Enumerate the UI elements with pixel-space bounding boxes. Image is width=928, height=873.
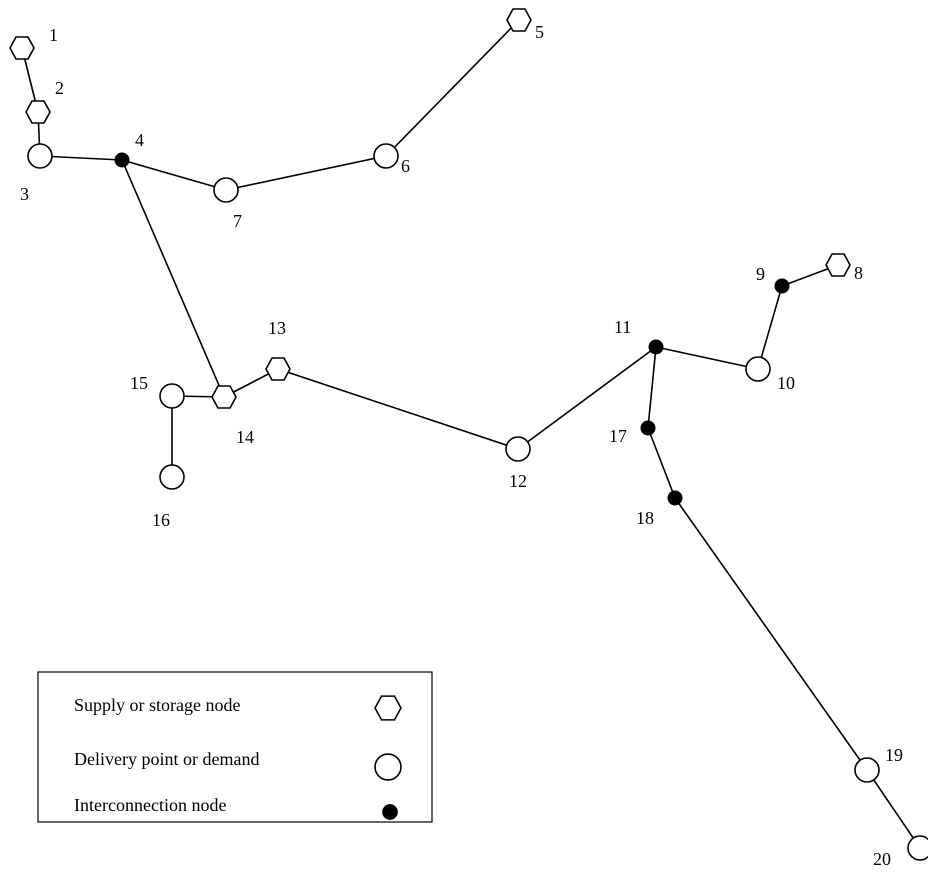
edge-4-7: [121, 159, 227, 191]
node-10-delivery: [745, 356, 771, 382]
edge-11-10: [655, 346, 759, 370]
legend-label-supply: Supply or storage node: [74, 695, 240, 715]
edge-4-14: [121, 159, 225, 398]
node-label-13: 13: [268, 318, 286, 338]
node-11-interconnection: [648, 339, 664, 355]
node-19-delivery: [854, 757, 880, 783]
node-label-1: 1: [49, 25, 58, 45]
node-label-9: 9: [756, 264, 765, 284]
node-18-interconnection: [667, 490, 683, 506]
node-label-7: 7: [233, 211, 242, 231]
edge-13-12: [277, 368, 519, 450]
node-20-delivery: [907, 835, 928, 861]
edge-10-9: [757, 285, 783, 370]
node-label-14: 14: [236, 427, 254, 447]
edge-11-17: [647, 346, 657, 429]
node-15-delivery: [159, 383, 185, 409]
node-label-5: 5: [535, 22, 544, 42]
node-9-interconnection: [774, 278, 790, 294]
node-label-18: 18: [636, 508, 654, 528]
node-3-delivery: [27, 143, 53, 169]
legend-symbol-supply: [374, 695, 402, 721]
node-label-6: 6: [401, 156, 410, 176]
node-2-supply: [25, 100, 51, 124]
node-label-10: 10: [777, 373, 795, 393]
node-label-3: 3: [20, 184, 29, 204]
node-label-4: 4: [135, 130, 144, 150]
node-4-interconnection: [114, 152, 130, 168]
node-label-15: 15: [130, 373, 148, 393]
legend-label-interconnection: Interconnection node: [74, 795, 226, 815]
node-8-supply: [825, 253, 851, 277]
edge-3-4: [39, 155, 123, 161]
node-13-supply: [265, 357, 291, 381]
node-label-11: 11: [614, 317, 631, 337]
node-7-delivery: [213, 177, 239, 203]
node-label-8: 8: [854, 263, 863, 283]
node-label-16: 16: [152, 510, 170, 530]
legend-box: [37, 671, 433, 823]
node-label-17: 17: [609, 426, 627, 446]
node-label-20: 20: [873, 849, 891, 869]
edge-6-5: [385, 19, 520, 157]
edge-18-19: [674, 497, 868, 771]
node-5-supply: [506, 8, 532, 32]
node-6-delivery: [373, 143, 399, 169]
edges-layer: [21, 19, 921, 849]
legend-symbol-delivery: [374, 753, 402, 781]
node-12-delivery: [505, 436, 531, 462]
edge-7-6: [225, 155, 387, 191]
node-label-19: 19: [885, 745, 903, 765]
node-1-supply: [9, 36, 35, 60]
edge-19-20: [866, 769, 921, 849]
edge-12-11: [517, 346, 657, 450]
legend-label-delivery: Delivery point or demand: [74, 749, 259, 769]
node-14-supply: [211, 385, 237, 409]
nodes-layer: [9, 8, 928, 861]
node-label-2: 2: [55, 78, 64, 98]
node-label-12: 12: [509, 471, 527, 491]
node-17-interconnection: [640, 420, 656, 436]
legend: Supply or storage node Delivery point or…: [37, 671, 433, 823]
edge-17-18: [647, 427, 676, 499]
legend-symbol-interconnection: [382, 804, 398, 820]
node-16-delivery: [159, 464, 185, 490]
